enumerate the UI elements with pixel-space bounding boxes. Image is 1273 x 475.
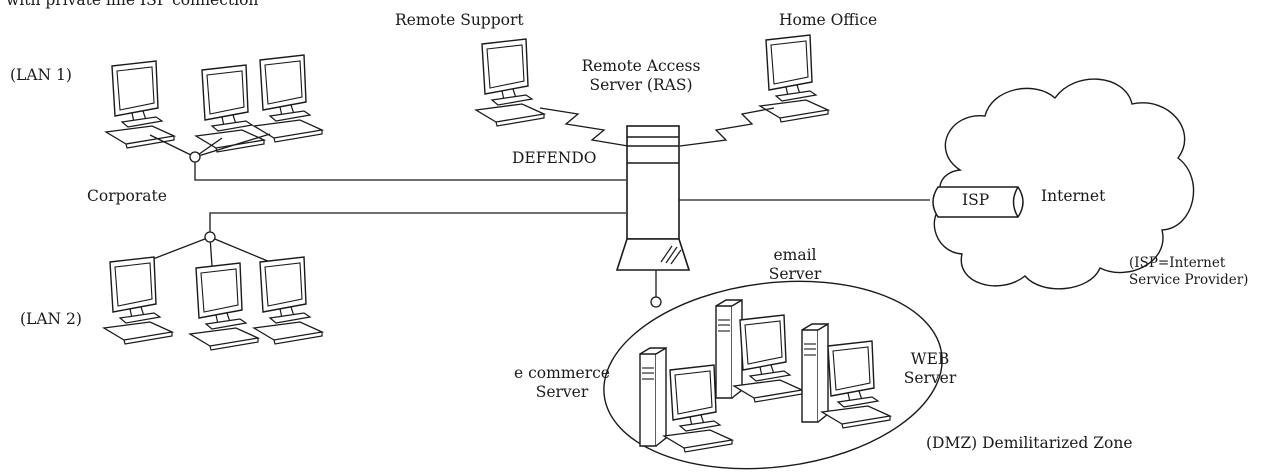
web-server-tower: [801, 323, 829, 423]
lan2-workstation-3: [253, 256, 323, 345]
web-server-monitor: [821, 340, 891, 429]
isp-label: ISP: [962, 191, 990, 209]
isp-note-line1: (ISP=Internet: [1129, 255, 1226, 271]
lan1-workstation-1: [105, 60, 175, 149]
ras-label-line1: Remote Access: [581, 57, 701, 75]
lan1-label: (LAN 1): [10, 66, 72, 84]
dmz-label: (DMZ) Demilitarized Zone: [926, 434, 1133, 452]
email-server-label-line1: email: [773, 246, 817, 264]
lan2-workstation-2: [189, 262, 259, 351]
header-caption: with private line ISP connection: [6, 0, 259, 9]
email-server-label-line2: Server: [768, 265, 822, 284]
corporate-label: Corporate: [87, 187, 167, 205]
lan2-hub-node: [204, 231, 216, 243]
isp-modem: [932, 186, 1024, 218]
ecommerce-server-label: e commerce Server: [492, 364, 632, 403]
dmz-zone: [603, 280, 943, 470]
email-server-tower: [715, 299, 743, 399]
email-server-label: email Server: [740, 246, 850, 285]
isp-note: (ISP=Internet Service Provider): [1129, 255, 1248, 289]
defendo-firewall: [615, 125, 691, 271]
remote-support-dialup-link: [539, 107, 629, 147]
email-server-monitor: [733, 314, 803, 403]
home-office-dialup-link: [679, 107, 775, 147]
remote-support-label: Remote Support: [395, 11, 524, 29]
web-server-label-line1: WEB: [910, 350, 950, 368]
ras-label-line2: Server (RAS): [589, 76, 693, 95]
lan2-workstation-1: [103, 256, 173, 345]
isp-note-line2: Service Provider): [1129, 271, 1249, 288]
ecommerce-server-label-line2: Server: [535, 383, 589, 402]
web-server-label: WEB Server: [890, 350, 970, 389]
ras-label: Remote Access Server (RAS): [566, 57, 716, 96]
dmz-hub-node: [650, 296, 662, 308]
lan2-label: (LAN 2): [20, 310, 82, 328]
lan1-hub-node: [189, 151, 201, 163]
home-office-label: Home Office: [779, 11, 878, 29]
internet-cloud: [933, 78, 1195, 290]
defendo-label: DEFENDO: [512, 149, 597, 167]
ecommerce-server-tower: [639, 347, 667, 447]
lan1-workstation-3: [253, 54, 323, 143]
web-server-label-line2: Server: [903, 369, 957, 388]
ecommerce-server-label-line1: e commerce: [514, 364, 610, 382]
internet-label: Internet: [1041, 187, 1106, 205]
remote-support-workstation: [475, 38, 545, 127]
